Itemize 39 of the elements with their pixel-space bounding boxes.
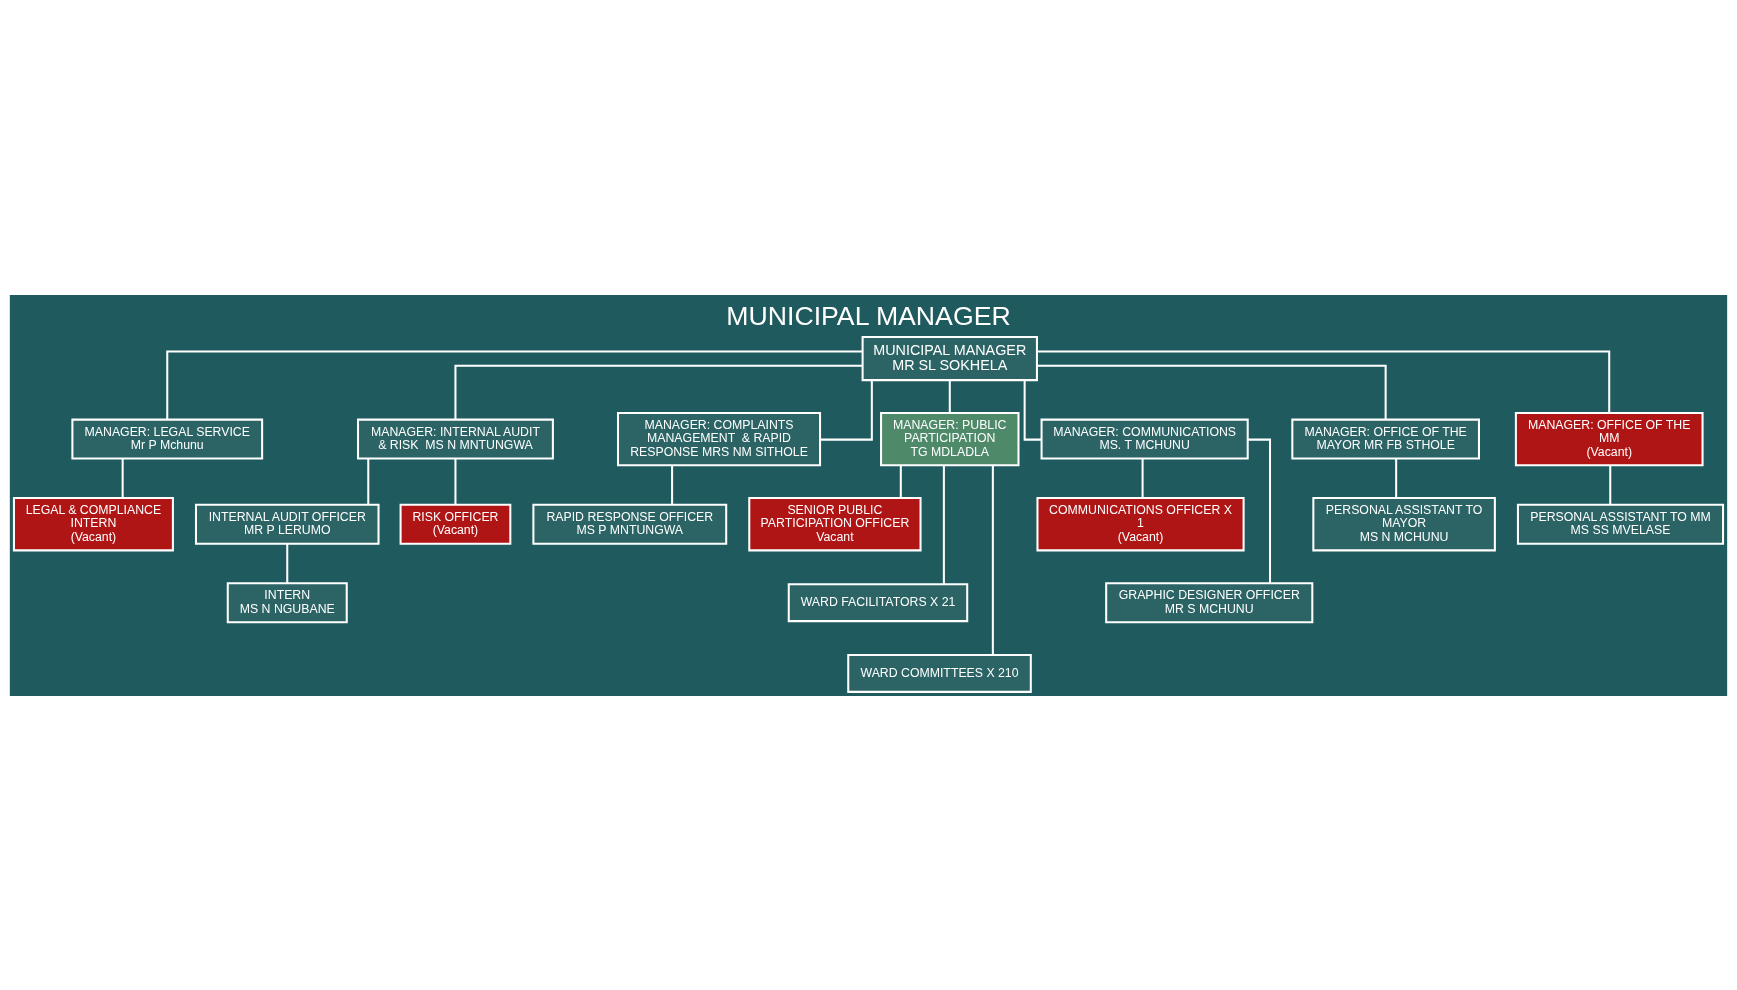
node-box: LEGAL & COMPLIANCE INTERN (Vacant) <box>12 496 174 551</box>
node-box: COMMUNICATIONS OFFICER X 1 (Vacant) <box>1036 496 1245 551</box>
node-box: SENIOR PUBLIC PARTICIPATION OFFICER Vacant <box>748 496 922 551</box>
node-box: INTERNAL AUDIT OFFICER MR P LERUMO <box>194 503 380 545</box>
connector <box>454 458 457 505</box>
connector <box>1037 349 1611 413</box>
connector <box>1395 458 1398 498</box>
node-box: WARD COMMITTEES X 210 <box>847 653 1032 693</box>
node-box: MANAGER: OFFICE OF THE MM (Vacant) <box>1514 411 1704 466</box>
node-box: WARD FACILITATORS X 21 <box>787 582 969 622</box>
connector <box>454 364 863 419</box>
node-box: RISK OFFICER (Vacant) <box>399 503 512 545</box>
connector <box>899 465 902 498</box>
connector <box>1141 458 1144 498</box>
node-box: PERSONAL ASSISTANT TO MM MS SS MVELASE <box>1516 503 1725 545</box>
connector <box>1037 364 1387 419</box>
node-box: MANAGER: OFFICE OF THE MAYOR MR FB STHOLE <box>1291 418 1480 460</box>
connector <box>1023 379 1042 441</box>
connector <box>166 349 863 419</box>
node-box: MUNICIPAL MANAGER MR SL SOKHELA <box>861 335 1038 381</box>
connector <box>948 379 951 413</box>
node-box: INTERN MS N NGUBANE <box>226 581 348 623</box>
connector <box>671 465 674 505</box>
node-box: MANAGER: INTERNAL AUDIT & RISK MS N MNTUNGWA <box>357 418 554 460</box>
node-box: GRAPHIC DESIGNER OFFICER MR S MCHUNU <box>1105 581 1314 623</box>
connector <box>121 458 124 498</box>
connector <box>942 464 945 584</box>
node-box: MANAGER: COMPLAINTS MANAGEMENT & RAPID RESPONSE MRS NM SITHOLE <box>616 411 822 466</box>
node-box: RAPID RESPONSE OFFICER MS P MNTUNGWA <box>532 503 728 545</box>
connector <box>367 458 370 505</box>
connector <box>991 465 994 655</box>
connector <box>286 543 289 583</box>
node-box: MANAGER: PUBLIC PARTICIPATION TG MDLADLA <box>880 411 1020 466</box>
node-box: PERSONAL ASSISTANT TO MAYOR MS N MCHUNU <box>1312 496 1496 551</box>
connector <box>1609 465 1612 505</box>
connector <box>820 379 873 441</box>
diagram-title: MUNICIPAL MANAGER <box>726 300 1011 331</box>
node-box: MANAGER: LEGAL SERVICE Mr P Mchunu <box>71 418 264 460</box>
node-box: MANAGER: COMMUNICATIONS MS. T MCHUNU <box>1040 418 1249 460</box>
